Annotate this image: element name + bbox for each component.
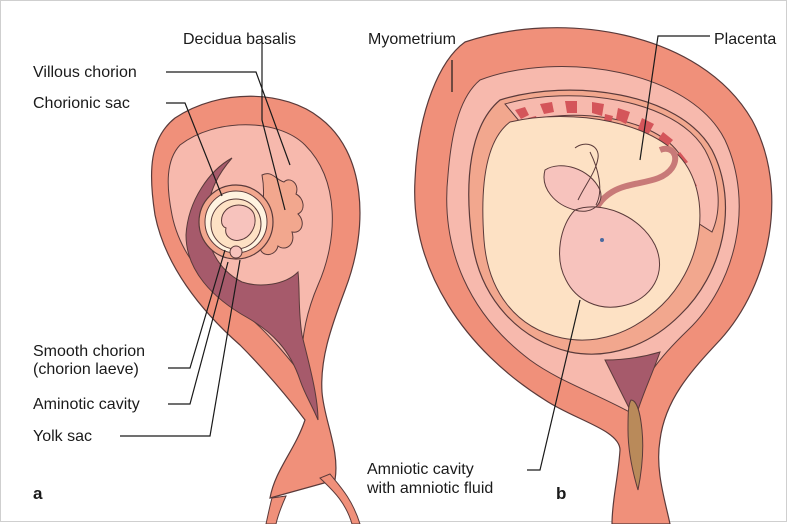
label-amniotic-cavity: Amniotic cavity — [367, 460, 474, 479]
panel-b-letter: b — [556, 484, 566, 504]
label-aminotic-cavity: Aminotic cavity — [33, 395, 140, 414]
label-smooth-chorion-laeve: (chorion laeve) — [33, 360, 139, 379]
label-myometrium: Myometrium — [368, 30, 456, 49]
label-villous-chorion: Villous chorion — [33, 63, 137, 82]
label-decidua-basalis: Decidua basalis — [183, 30, 296, 49]
label-chorionic-sac: Chorionic sac — [33, 94, 130, 113]
label-smooth-chorion: Smooth chorion — [33, 342, 145, 361]
panel-b-fetus-eye — [600, 238, 604, 242]
panel-a-uterus — [152, 96, 360, 524]
label-placenta: Placenta — [714, 30, 776, 49]
panel-a-yolk-sac — [230, 246, 242, 258]
panel-b-uterus — [415, 28, 772, 524]
panel-a-letter: a — [33, 484, 42, 504]
label-amniotic-fluid: with amniotic fluid — [367, 479, 493, 498]
label-yolk-sac: Yolk sac — [33, 427, 92, 446]
